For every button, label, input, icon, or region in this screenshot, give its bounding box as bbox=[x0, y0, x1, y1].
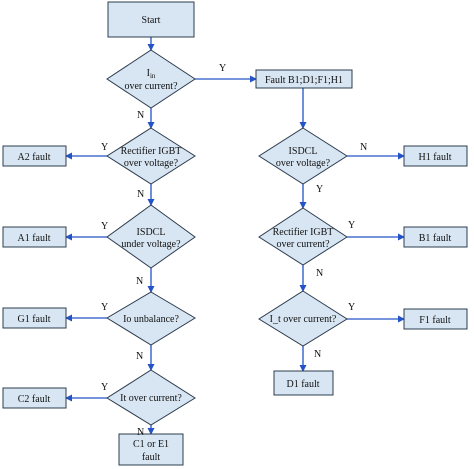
label-rect-ov-no: N bbox=[137, 189, 144, 200]
h1-fault-label: H1 fault bbox=[418, 152, 451, 163]
box-c2-fault: C2 fault bbox=[2, 387, 67, 409]
label-rect-oc-down: N bbox=[316, 268, 323, 279]
label-iin-yes: Y bbox=[219, 63, 226, 74]
label-isdcl-ov-down: Y bbox=[316, 184, 323, 195]
a2-fault-label: A2 fault bbox=[17, 152, 50, 163]
box-a2-fault: A2 fault bbox=[2, 145, 67, 167]
fault-b1d1f1h1-label: Fault B1;D1;F1;H1 bbox=[265, 75, 343, 86]
decision-it-over-current: It over current? bbox=[106, 369, 196, 426]
start-label: Start bbox=[142, 15, 161, 26]
label-isdcl-uv-no: N bbox=[136, 276, 143, 287]
f1-fault-label: F1 fault bbox=[419, 315, 451, 326]
isdcl-uv-line1: ISDCL bbox=[137, 227, 166, 238]
box-a1-fault: A1 fault bbox=[2, 226, 67, 248]
label-isdcl-ov-right: N bbox=[360, 142, 367, 153]
a1-fault-label: A1 fault bbox=[17, 233, 50, 244]
g1-fault-label: G1 fault bbox=[17, 314, 50, 325]
decision-it-over-current-right: I_t over current? bbox=[258, 290, 348, 347]
box-d1-fault: D1 fault bbox=[273, 370, 334, 396]
it-oc-label: It over current? bbox=[120, 393, 182, 404]
iin-label-sub: in bbox=[150, 72, 156, 80]
box-c1-e1-fault: C1 or E1 fault bbox=[118, 433, 184, 466]
label-it-oc-yes: Y bbox=[101, 382, 108, 393]
c1e1-line2: fault bbox=[142, 452, 161, 463]
box-b1-fault: B1 fault bbox=[403, 226, 468, 248]
c2-fault-label: C2 fault bbox=[18, 394, 51, 405]
box-g1-fault: G1 fault bbox=[2, 307, 67, 329]
decision-io-unbalance: Io unbalance? bbox=[106, 291, 196, 346]
b1-fault-label: B1 fault bbox=[419, 233, 452, 244]
iin-label-main: I bbox=[147, 68, 150, 79]
c1e1-line1: C1 or E1 bbox=[133, 439, 169, 450]
it-oc-r-label: I_t over current? bbox=[270, 314, 337, 325]
box-h1-fault: H1 fault bbox=[403, 145, 468, 167]
rect-oc-line1: Rectifier IGBT bbox=[273, 227, 334, 238]
rect-ov-line1: Rectifier IGBT bbox=[121, 146, 182, 157]
edge-labels: Y N Y N Y N Y N Y N N Y Y N Y N bbox=[101, 63, 367, 438]
label-iin-no: N bbox=[137, 110, 144, 121]
label-it-oc-r-yes: Y bbox=[348, 302, 355, 313]
rect-ov-line2: over voltage? bbox=[124, 158, 179, 169]
decision-rectifier-over-current: Rectifier IGBT over current? bbox=[258, 207, 348, 266]
decision-isdcl-over-voltage: ISDCL over voltage? bbox=[258, 127, 348, 185]
decision-input-over-current: Iin over current? bbox=[106, 49, 196, 109]
isdcl-ov-line2: over voltage? bbox=[276, 158, 331, 169]
start-node: Start bbox=[107, 1, 195, 38]
io-unbal-label: Io unbalance? bbox=[123, 314, 179, 325]
label-rect-oc-right: Y bbox=[348, 220, 355, 231]
iin-label-line2: over current? bbox=[124, 81, 178, 92]
label-it-oc-no: N bbox=[137, 427, 144, 438]
label-io-unbal-yes: Y bbox=[101, 302, 108, 313]
isdcl-uv-line2: under voltage? bbox=[121, 239, 181, 250]
label-rect-ov-yes: Y bbox=[101, 142, 108, 153]
rect-oc-line2: over current? bbox=[276, 239, 330, 250]
isdcl-ov-line1: ISDCL bbox=[289, 146, 318, 157]
label-io-unbal-no: N bbox=[136, 351, 143, 362]
box-f1-fault: F1 fault bbox=[403, 308, 468, 330]
decision-isdcl-under-voltage: ISDCL under voltage? bbox=[106, 204, 196, 269]
iin-label-line1: Iin bbox=[147, 68, 156, 80]
box-fault-b1-d1-f1-h1: Fault B1;D1;F1;H1 bbox=[255, 69, 353, 89]
label-isdcl-uv-yes: Y bbox=[101, 221, 108, 232]
decision-rectifier-over-voltage: Rectifier IGBT over voltage? bbox=[106, 127, 196, 185]
label-it-oc-r-no: N bbox=[314, 349, 321, 360]
d1-fault-label: D1 fault bbox=[286, 379, 319, 390]
edges bbox=[65, 37, 405, 435]
